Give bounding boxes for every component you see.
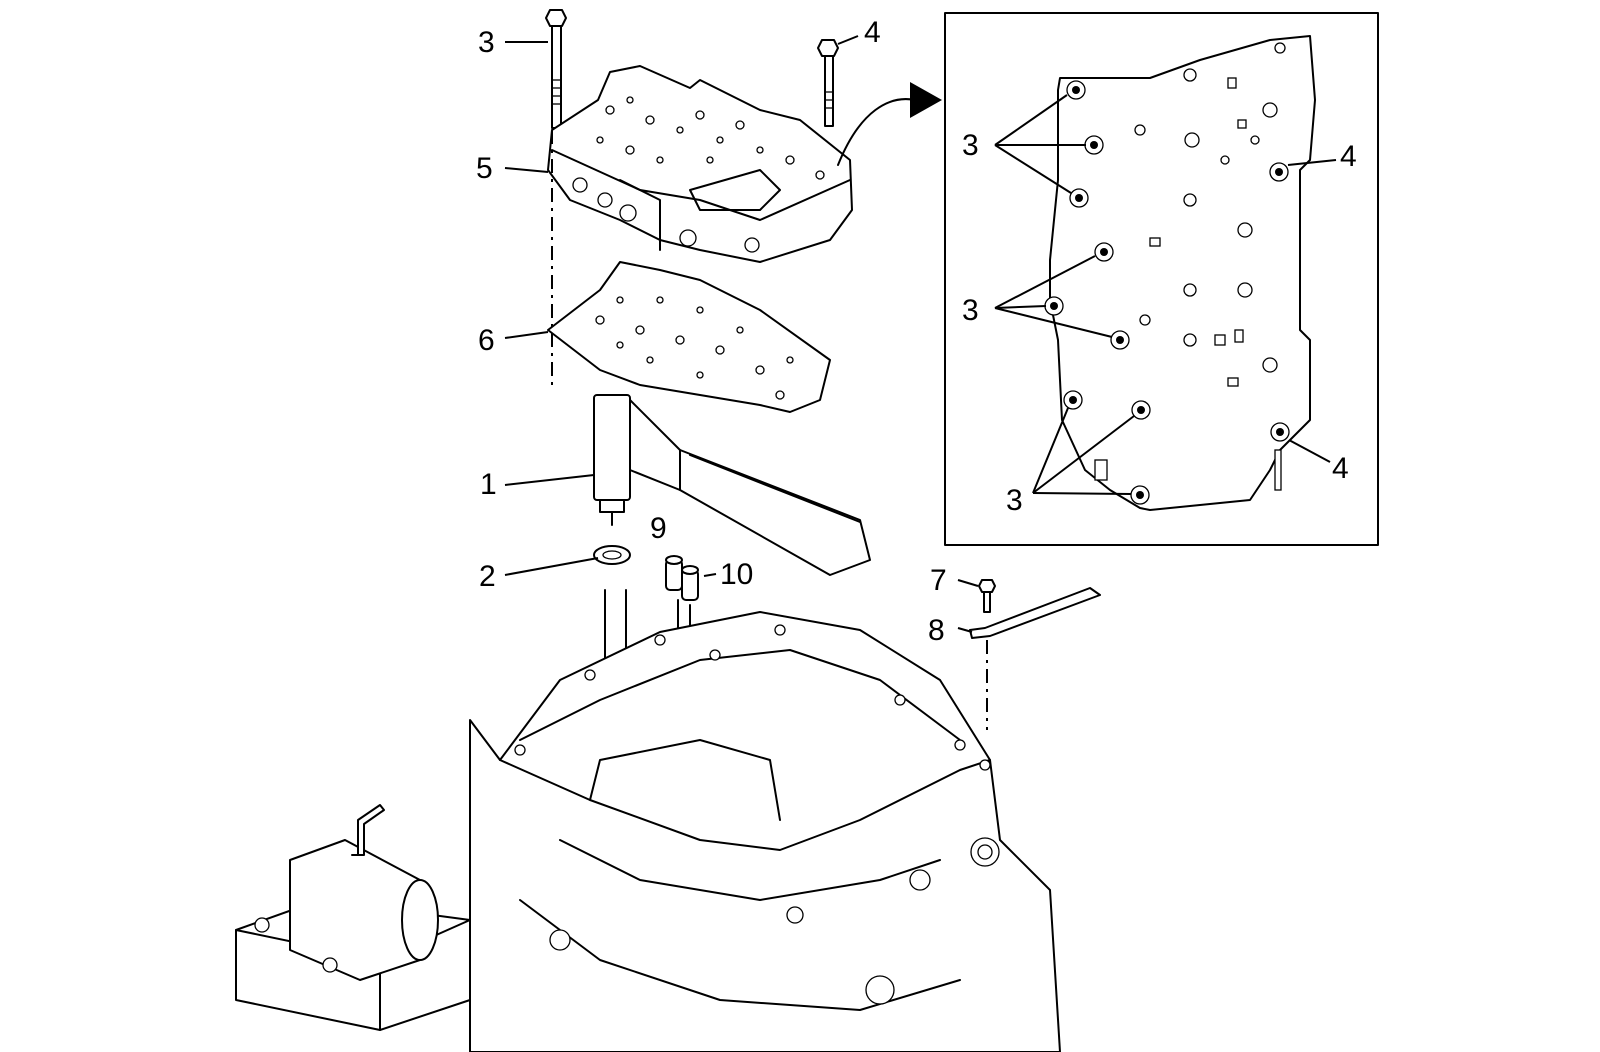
callout-1: 1 — [480, 468, 497, 501]
inset-callout-4a: 4 — [1340, 140, 1357, 173]
holding-fixture — [235, 804, 471, 1031]
transmission-case — [469, 611, 1061, 1052]
leader-lines — [504, 35, 1337, 633]
callout-8: 8 — [928, 614, 945, 647]
bolt-3 — [545, 9, 567, 129]
arrow-head — [910, 82, 942, 118]
callout-6: 6 — [478, 324, 495, 357]
callout-5: 5 — [476, 152, 493, 185]
callout-7: 7 — [930, 564, 947, 597]
bolt-4 — [817, 39, 839, 127]
bolt-7 — [978, 579, 996, 613]
callout-2: 2 — [479, 560, 496, 593]
inset-callout-3b: 3 — [962, 294, 979, 327]
callout-9: 9 — [650, 512, 667, 545]
inset-callout-3a: 3 — [962, 129, 979, 162]
bracket-8 — [969, 587, 1101, 730]
detail-valve-body-view — [1044, 35, 1316, 511]
callout-3: 3 — [478, 26, 495, 59]
seal — [593, 545, 631, 565]
wiring-harness-assembly — [593, 394, 871, 576]
detail-inset-frame — [944, 12, 1379, 546]
sleeve-10 — [681, 565, 699, 601]
callout-10: 10 — [720, 558, 753, 591]
inset-callout-4b: 4 — [1332, 452, 1349, 485]
valve-body — [547, 65, 853, 263]
sleeve-9 — [665, 555, 683, 591]
callout-4: 4 — [864, 16, 881, 49]
inset-callout-3c: 3 — [1006, 484, 1023, 517]
separator-plate — [547, 261, 831, 413]
detail-arrow — [837, 98, 916, 166]
